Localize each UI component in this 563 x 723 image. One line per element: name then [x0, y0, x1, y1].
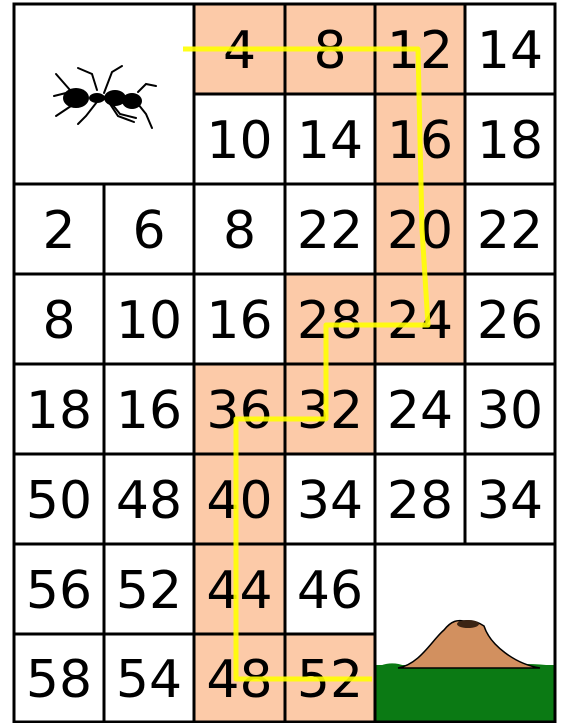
cell-number: 34 — [477, 471, 543, 531]
anthill-icon — [375, 620, 555, 723]
ant-icon — [54, 66, 156, 128]
cell-number: 24 — [387, 381, 453, 441]
cell-number: 22 — [477, 201, 543, 261]
cell-number: 54 — [116, 650, 182, 710]
cell-number: 18 — [477, 111, 543, 171]
cell-number: 18 — [26, 381, 92, 441]
cell-number: 58 — [26, 650, 92, 710]
cell-number: 40 — [206, 471, 272, 531]
grid-lines — [14, 4, 555, 722]
cell-number: 34 — [297, 471, 363, 531]
cell-number: 50 — [26, 471, 92, 531]
cell-number: 24 — [387, 291, 453, 351]
cell-number: 56 — [26, 561, 92, 621]
cell-number: 14 — [477, 21, 543, 81]
cell-number: 52 — [116, 561, 182, 621]
cell-number: 10 — [206, 111, 272, 171]
cell-number: 28 — [387, 471, 453, 531]
cell-number: 16 — [116, 381, 182, 441]
cell-number: 44 — [206, 561, 272, 621]
cell-number: 8 — [42, 291, 75, 351]
cell-number: 6 — [132, 201, 165, 261]
cell-number: 36 — [206, 381, 272, 441]
cell-number: 22 — [297, 201, 363, 261]
cell-number: 32 — [297, 381, 363, 441]
cell-number: 26 — [477, 291, 543, 351]
cell-number: 28 — [297, 291, 363, 351]
cell-number: 30 — [477, 381, 543, 441]
cell-number: 8 — [223, 201, 256, 261]
cell-number: 10 — [116, 291, 182, 351]
cell-number: 46 — [297, 561, 363, 621]
cell-number: 16 — [206, 291, 272, 351]
cell-number: 2 — [42, 201, 75, 261]
cell-number: 14 — [297, 111, 363, 171]
cell-number: 48 — [116, 471, 182, 531]
